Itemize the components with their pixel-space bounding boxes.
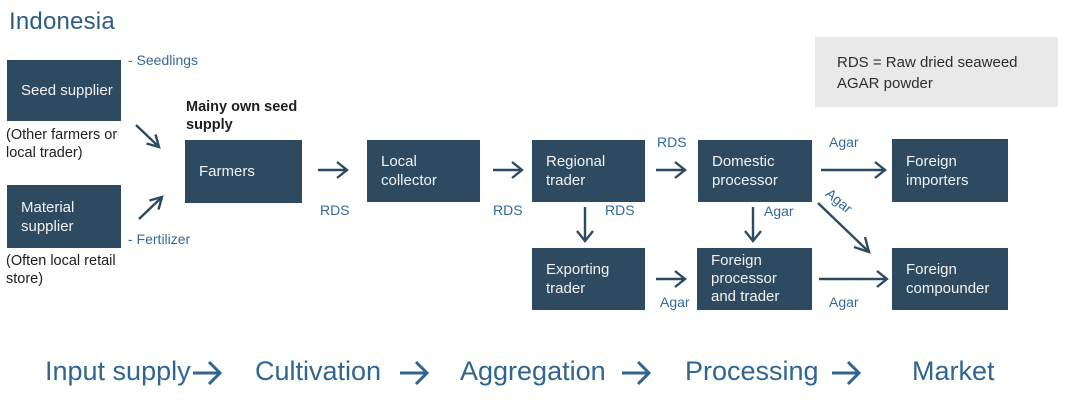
node-material-supplier: Material supplier bbox=[7, 185, 121, 248]
node-foreign-compounder: Foreign compounder bbox=[892, 248, 1008, 310]
label-agar-foreignproc-compounder: Agar bbox=[829, 294, 859, 310]
legend-line-agar: AGAR powder bbox=[837, 75, 933, 92]
label-seedlings: - Seedlings bbox=[128, 52, 199, 68]
stage-arrow-1-icon bbox=[193, 360, 223, 386]
note-own-seed-supply: Mainy own seed supply bbox=[186, 99, 298, 133]
stage-arrow-2-icon bbox=[400, 360, 430, 386]
label-agar-domestic-importers: Agar bbox=[829, 134, 859, 150]
node-exporting-trader: Exporting trader bbox=[532, 248, 645, 310]
label-rds-regional-domestic: RDS bbox=[657, 134, 687, 150]
arrow-material-to-farmers-icon bbox=[138, 195, 164, 220]
legend-line-rds: RDS = Raw dried seaweed bbox=[837, 54, 1018, 71]
stage-processing: Processing bbox=[685, 356, 819, 386]
arrow-domestic-to-importers-icon bbox=[821, 161, 887, 179]
stage-aggregation: Aggregation bbox=[460, 356, 606, 386]
arrow-seed-to-farmers-icon bbox=[135, 124, 161, 149]
arrow-domestic-to-foreignproc-icon bbox=[744, 207, 762, 243]
arrow-domestic-to-compounder-icon bbox=[817, 202, 871, 254]
stage-cultivation: Cultivation bbox=[255, 356, 382, 386]
note-material-supplier: (Often local retail store) bbox=[6, 253, 116, 287]
node-seed-supplier: Seed supplier bbox=[7, 60, 121, 121]
node-domestic-processor: Domestic processor bbox=[698, 140, 812, 202]
stage-arrow-4-icon bbox=[832, 360, 862, 386]
note-seed-supplier: (Other farmers or local trader) bbox=[6, 127, 118, 161]
stage-input-supply: Input supply bbox=[45, 356, 191, 386]
label-rds-collector-regional: RDS bbox=[493, 202, 523, 218]
stage-arrow-3-icon bbox=[622, 360, 652, 386]
node-farmers: Farmers bbox=[185, 140, 302, 203]
node-regional-trader: Regional trader bbox=[532, 140, 645, 202]
arrow-regional-to-domestic-icon bbox=[656, 161, 687, 179]
page-title: Indonesia bbox=[9, 8, 115, 35]
stage-market: Market bbox=[912, 356, 995, 386]
arrow-collector-to-regional-icon bbox=[493, 161, 524, 179]
label-agar-exporting-foreignproc: Agar bbox=[660, 294, 690, 310]
arrow-farmers-to-collector-icon bbox=[318, 161, 349, 179]
legend-box: RDS = Raw dried seaweed AGAR powder bbox=[815, 37, 1058, 107]
arrow-foreignproc-to-compounder-icon bbox=[819, 270, 889, 288]
node-local-collector: Local collector bbox=[367, 140, 480, 202]
label-agar-domestic-foreignproc: Agar bbox=[764, 203, 794, 219]
node-foreign-processor-trader: Foreign processor and trader bbox=[697, 248, 812, 310]
label-fertilizer: - Fertilizer bbox=[128, 231, 191, 247]
arrow-exporting-to-foreignproc-icon bbox=[656, 270, 687, 288]
node-foreign-importers: Foreign importers bbox=[892, 139, 1008, 202]
label-rds-farmers-collector: RDS bbox=[320, 202, 350, 218]
arrow-regional-to-exporting-icon bbox=[576, 207, 594, 243]
label-rds-regional-exporting: RDS bbox=[605, 202, 635, 218]
